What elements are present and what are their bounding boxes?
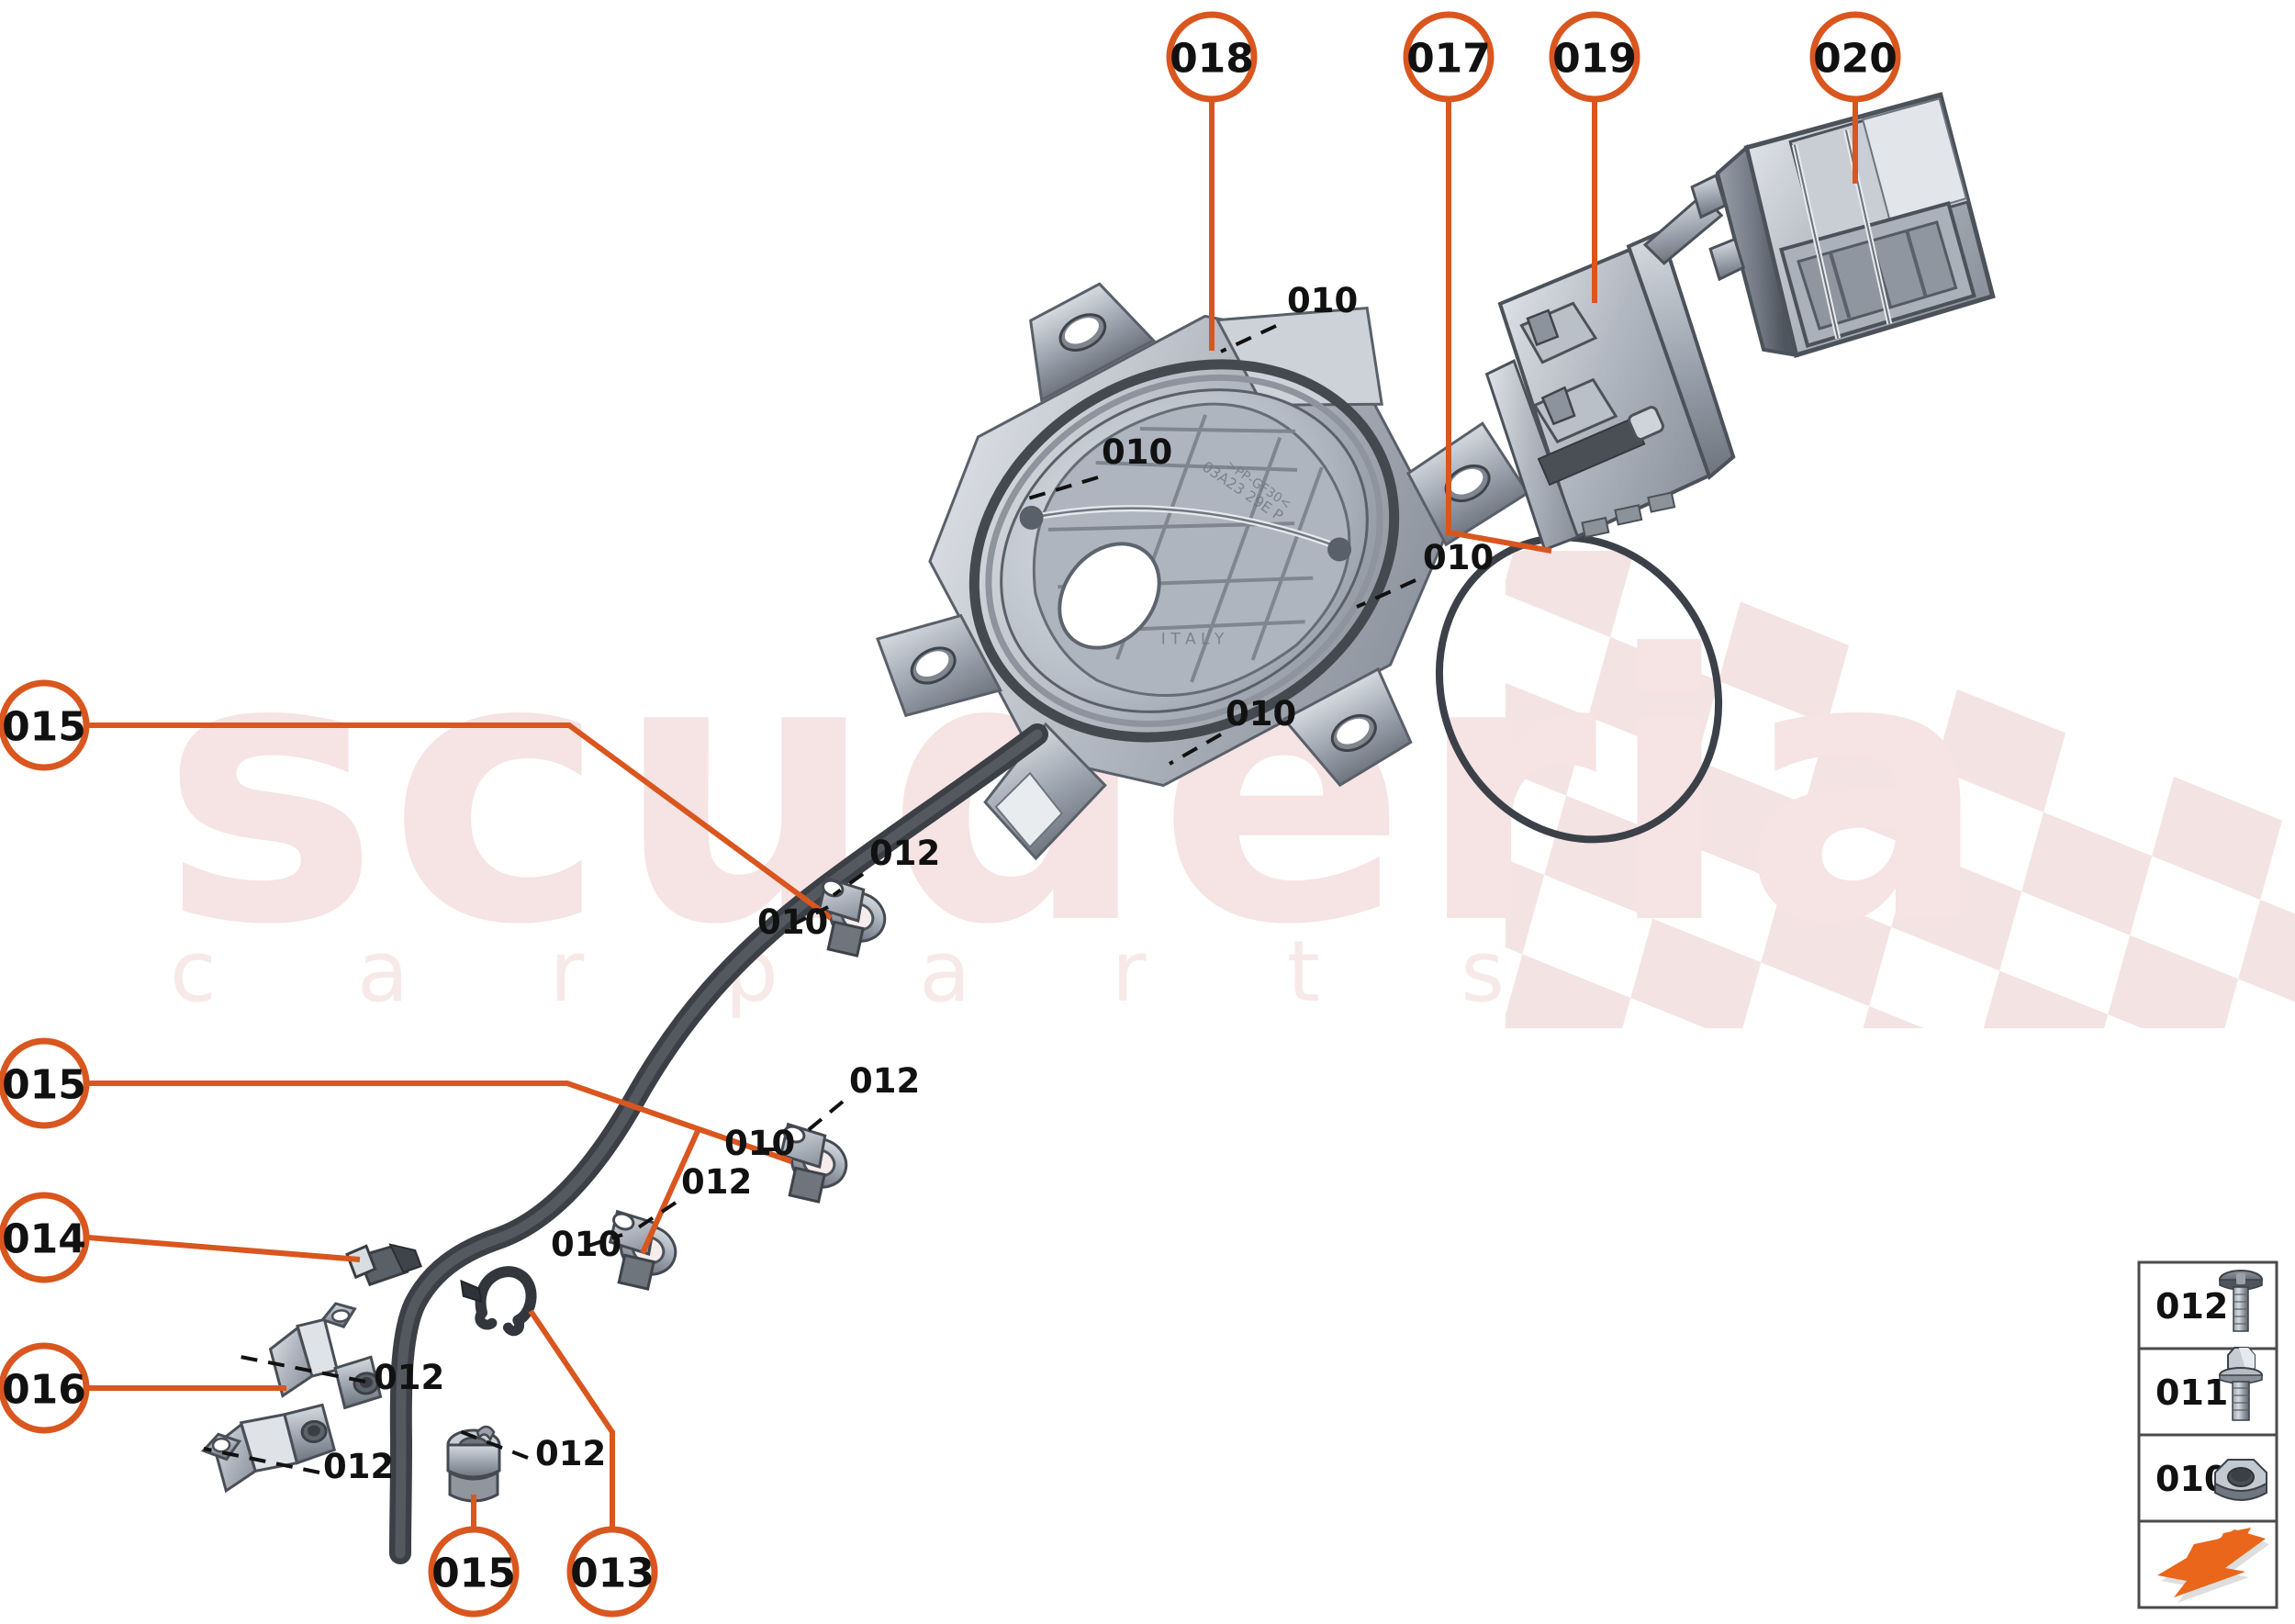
part-hose bbox=[389, 723, 1048, 1564]
partnum-012-bracket-upper: 012 bbox=[374, 1358, 444, 1397]
part-hose-clamp-upper bbox=[817, 876, 887, 958]
callout-020[interactable]: 020 bbox=[1809, 11, 1901, 103]
callout-015-upper-label: 015 bbox=[2, 704, 86, 751]
callout-016-label: 016 bbox=[2, 1367, 86, 1414]
callout-013[interactable]: 013 bbox=[566, 1526, 658, 1618]
dash-012-mid bbox=[799, 1100, 845, 1138]
callout-020-label: 020 bbox=[1813, 36, 1898, 83]
dash-012-low bbox=[635, 1201, 677, 1230]
dash-010-upper bbox=[790, 905, 829, 927]
legend-row-012[interactable]: 012 bbox=[2137, 1260, 2278, 1350]
callout-018[interactable]: 018 bbox=[1166, 11, 1258, 103]
part-spring-clip bbox=[460, 1266, 537, 1337]
leader-015-upper bbox=[88, 722, 833, 921]
orange-arrow-icon bbox=[2157, 1528, 2269, 1603]
dash-010-right bbox=[1356, 578, 1416, 609]
legend-row-010[interactable]: 010 bbox=[2137, 1433, 2278, 1523]
mount-tab-top bbox=[1029, 282, 1156, 403]
part-mounting-brackets bbox=[200, 1302, 383, 1494]
callout-015-valve[interactable]: 015 bbox=[428, 1526, 520, 1618]
dash-010-bottom bbox=[1169, 733, 1222, 766]
callout-015-mid[interactable]: 015 bbox=[0, 1037, 90, 1129]
checkered-flag-watermark bbox=[1506, 551, 2295, 1028]
legend-row-arrow[interactable] bbox=[2137, 1519, 2278, 1609]
dash-012-bracket-lower bbox=[203, 1447, 320, 1474]
legend-label-011: 011 bbox=[2155, 1372, 2228, 1413]
part-control-unit bbox=[1690, 92, 1996, 358]
leader-015-mid bbox=[88, 1081, 792, 1255]
leader-014 bbox=[87, 1235, 361, 1262]
callout-016[interactable]: 016 bbox=[0, 1342, 90, 1434]
mount-tab-right bbox=[1405, 421, 1530, 547]
callout-014[interactable]: 014 bbox=[0, 1192, 90, 1283]
dash-010-top bbox=[1220, 324, 1277, 353]
part-connector bbox=[345, 1243, 422, 1287]
partnum-012-valve: 012 bbox=[535, 1434, 606, 1473]
leader-013 bbox=[528, 1309, 615, 1528]
callout-018-label: 018 bbox=[1170, 36, 1254, 83]
partnum-010-clamp-upper: 010 bbox=[757, 902, 828, 942]
partnum-010-headlamp-left: 010 bbox=[1102, 432, 1172, 472]
partnum-010-clamp-mid: 010 bbox=[724, 1124, 795, 1163]
partnum-010-headlamp-right: 010 bbox=[1423, 538, 1494, 577]
part-sealing-ring bbox=[1435, 533, 1723, 844]
partnum-012-bracket-lower: 012 bbox=[323, 1447, 394, 1486]
callout-014-label: 014 bbox=[2, 1216, 86, 1263]
callout-015-mid-label: 015 bbox=[2, 1062, 86, 1109]
button-head-bolt-icon bbox=[2219, 1270, 2263, 1332]
callout-017-label: 017 bbox=[1406, 36, 1491, 83]
callout-013-label: 013 bbox=[570, 1551, 655, 1597]
dash-012-bracket-upper bbox=[240, 1355, 366, 1383]
partnum-012-clamp-mid: 012 bbox=[849, 1061, 920, 1101]
callout-019[interactable]: 019 bbox=[1549, 11, 1640, 103]
partnum-010-headlamp-top: 010 bbox=[1287, 281, 1358, 320]
legend-row-011[interactable]: 011 bbox=[2137, 1347, 2278, 1437]
callout-019-label: 019 bbox=[1552, 36, 1637, 83]
callout-015-upper[interactable]: 015 bbox=[0, 679, 90, 771]
partnum-012-clamp-low: 012 bbox=[681, 1162, 752, 1202]
dash-012-upper bbox=[832, 872, 865, 897]
legend-label-012: 012 bbox=[2155, 1286, 2228, 1327]
dash-010-low bbox=[585, 1233, 623, 1249]
partnum-010-clamp-low: 010 bbox=[551, 1225, 621, 1264]
partnum-012-clamp-upper: 012 bbox=[869, 834, 940, 873]
part-headlamp-housing: 03A23 29E P >PP-GF30< I T A L Y bbox=[876, 282, 1530, 861]
leader-017 bbox=[1446, 101, 1552, 554]
mount-tab-left bbox=[876, 613, 1003, 718]
hex-collar-nut-icon bbox=[2214, 1459, 2267, 1501]
connector-boss bbox=[983, 722, 1107, 861]
partnum-010-headlamp-bottom: 010 bbox=[1226, 694, 1296, 734]
callout-015-valve-label: 015 bbox=[431, 1551, 516, 1597]
dash-010-left bbox=[1018, 476, 1099, 503]
part-hose-clamp-mid bbox=[778, 1122, 848, 1204]
part-valve bbox=[446, 1425, 501, 1503]
dash-012-valve bbox=[456, 1428, 529, 1460]
part-igniter-module bbox=[1484, 193, 1736, 552]
svg-text:I T A L Y: I T A L Y bbox=[1161, 631, 1225, 649]
hex-flange-bolt-icon bbox=[2219, 1347, 2263, 1421]
callout-017[interactable]: 017 bbox=[1403, 11, 1495, 103]
mount-tab-bottom bbox=[1282, 666, 1413, 788]
